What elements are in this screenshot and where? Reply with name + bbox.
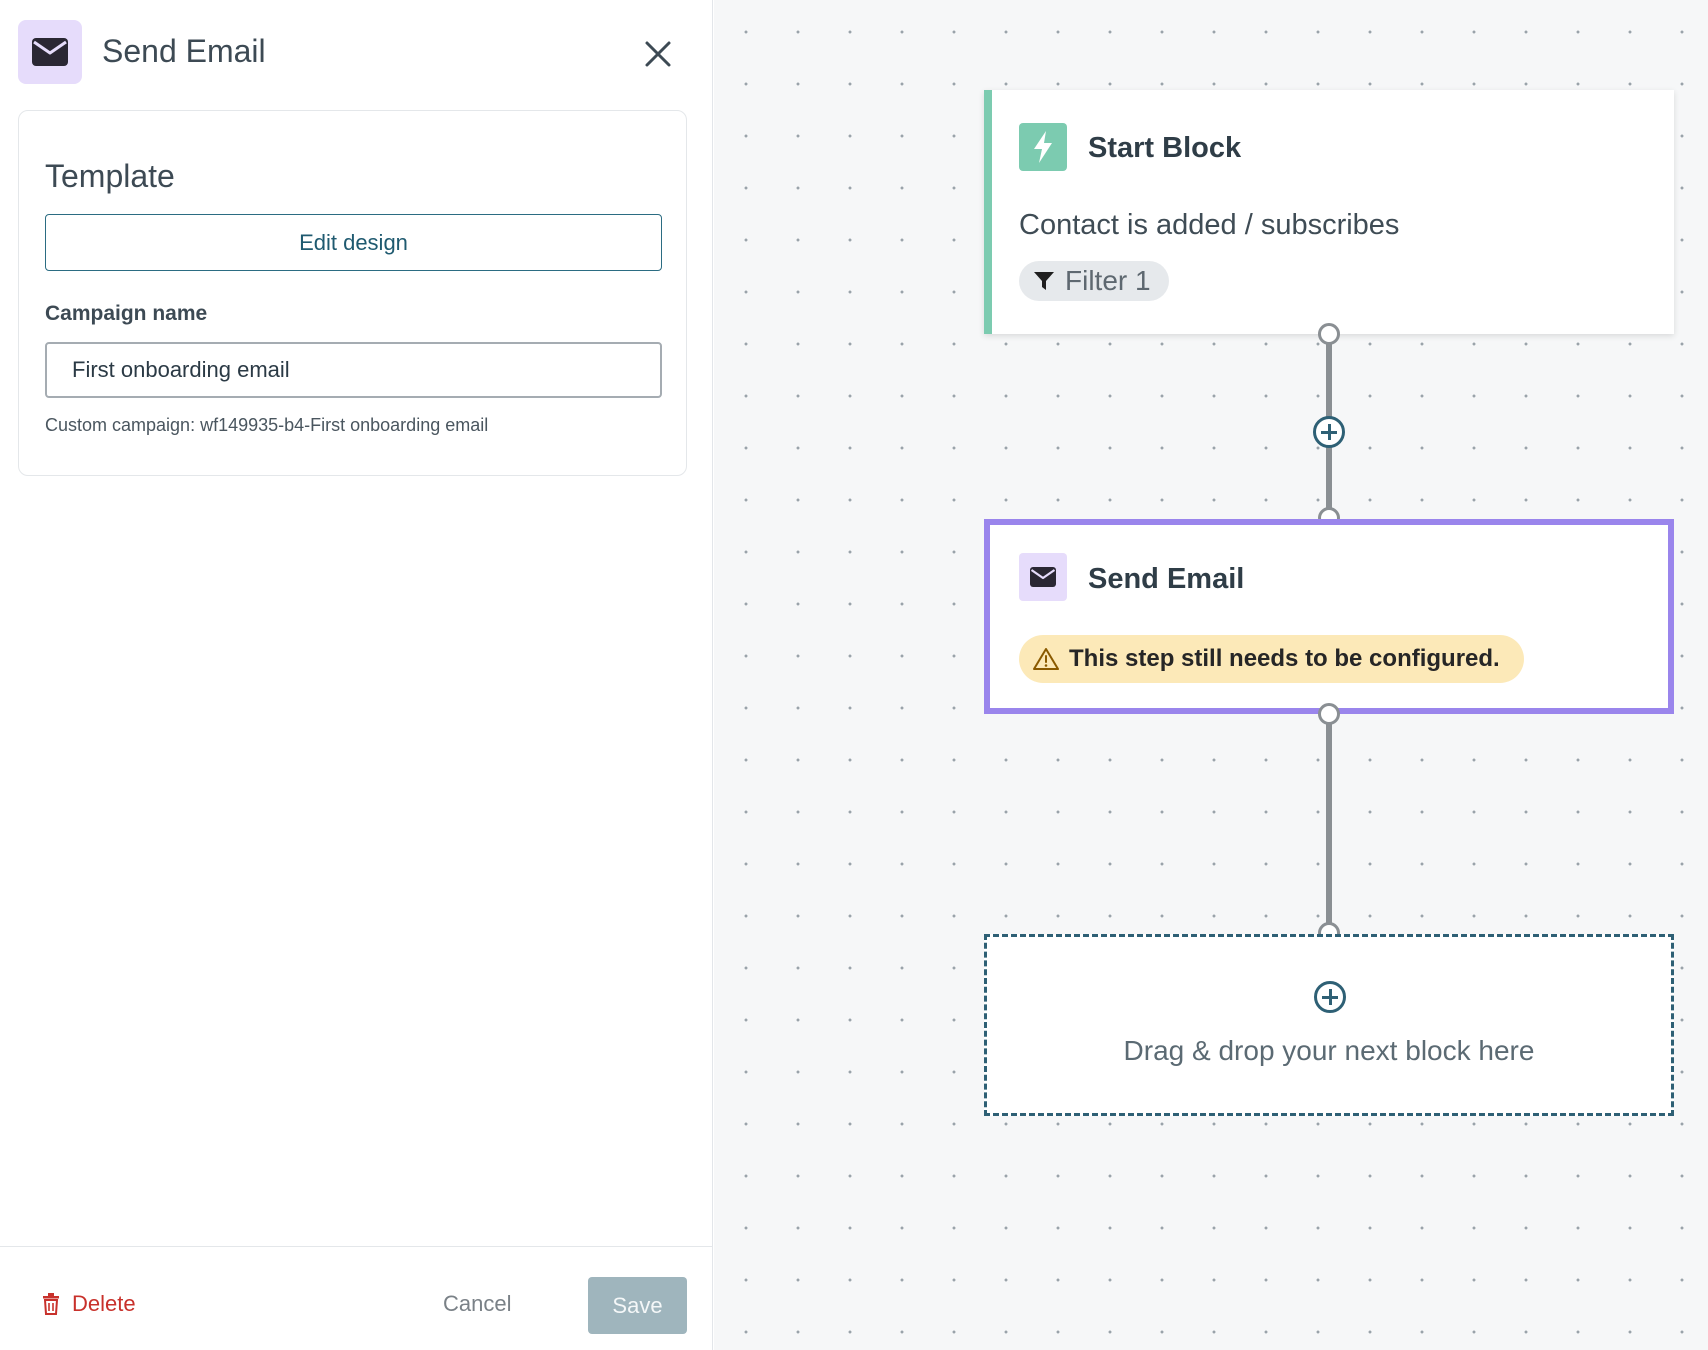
template-section-title: Template (45, 158, 175, 194)
start-block-title: Start Block (1088, 132, 1242, 164)
add-step-icon[interactable] (1313, 416, 1345, 448)
send-email-block[interactable]: Send Email This step still needs to be c… (984, 519, 1674, 714)
filter-chip[interactable]: Filter 1 (1019, 261, 1169, 301)
drop-zone[interactable]: Drag & drop your next block here (984, 934, 1674, 1116)
panel-header: Send Email (0, 0, 713, 104)
connector-line (1326, 716, 1332, 932)
trash-icon (43, 1293, 59, 1315)
drop-zone-text: Drag & drop your next block here (1123, 1035, 1535, 1066)
side-panel: Send Email Template Edit design Campaign… (0, 0, 713, 1350)
campaign-helper-text: Custom campaign: wf149935-b4-First onboa… (45, 415, 489, 435)
filter-icon (1034, 272, 1054, 290)
cancel-button[interactable]: Cancel (443, 1291, 512, 1316)
panel-title: Send Email (102, 33, 266, 69)
envelope-icon (18, 20, 82, 84)
warning-text: This step still needs to be configured. (1069, 645, 1500, 672)
add-block-icon[interactable] (1314, 981, 1346, 1013)
panel-footer: Delete Cancel Save (0, 1246, 713, 1350)
warning-icon (1033, 648, 1059, 670)
filter-label: Filter 1 (1065, 265, 1151, 296)
template-card: Template Edit design Campaign name Custo… (18, 110, 687, 476)
campaign-name-label: Campaign name (45, 302, 208, 325)
start-block[interactable]: Start Block Contact is added / subscribe… (984, 90, 1674, 334)
edit-design-button[interactable]: Edit design (45, 214, 662, 271)
delete-label: Delete (72, 1291, 136, 1316)
envelope-icon (1019, 553, 1067, 601)
connector-handle[interactable] (1318, 703, 1340, 725)
start-block-description: Contact is added / subscribes (1019, 209, 1400, 241)
warning-badge: This step still needs to be configured. (1019, 635, 1524, 683)
lightning-icon (1019, 123, 1067, 171)
delete-button[interactable]: Delete (42, 1291, 136, 1317)
send-email-block-title: Send Email (1088, 563, 1245, 595)
campaign-name-input[interactable] (45, 342, 662, 398)
save-button[interactable]: Save (588, 1277, 687, 1334)
connector-handle[interactable] (1318, 323, 1340, 345)
close-icon[interactable] (636, 32, 680, 76)
